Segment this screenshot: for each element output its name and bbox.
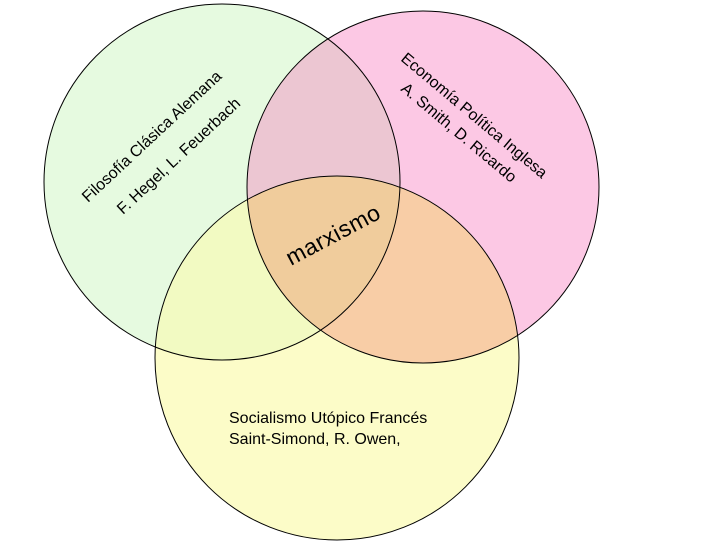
circle-outline-socialismo xyxy=(154,175,520,541)
circle-outline-economia xyxy=(246,10,600,364)
circle-outline-filosofia xyxy=(43,3,401,361)
socialismo-title: Socialismo Utópico Francés xyxy=(229,410,427,427)
socialismo-subtitle: Saint-Simond, R. Owen, xyxy=(229,431,401,448)
